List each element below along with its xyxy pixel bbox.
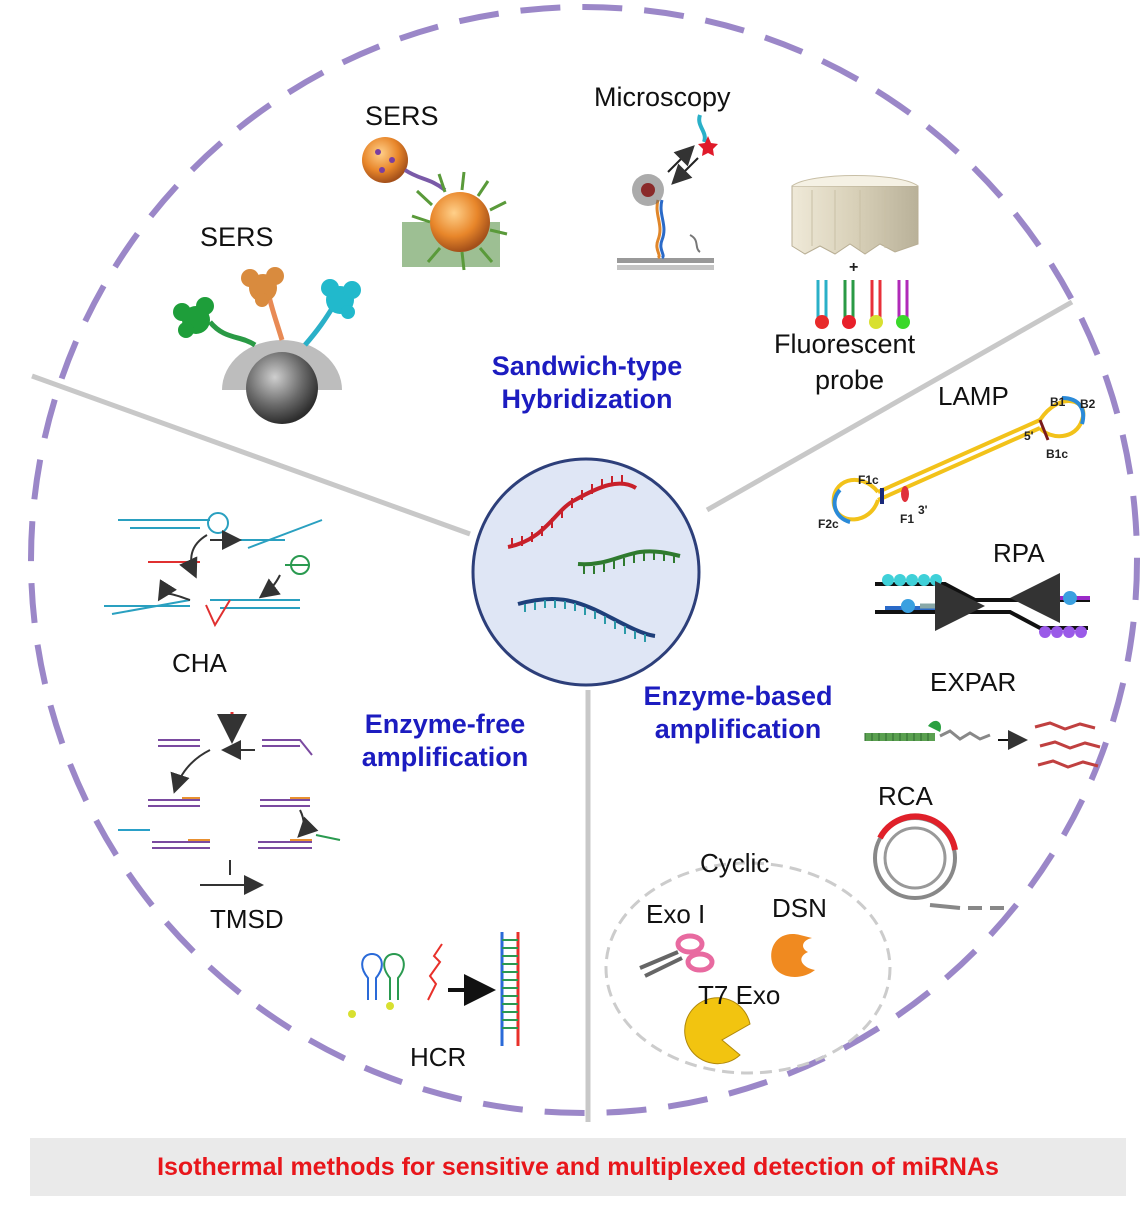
lamp-f2c: F2c [818, 517, 839, 531]
cyclic-dashed-ellipse [604, 861, 892, 1075]
label-microscopy: Microscopy [594, 82, 731, 112]
tmsd-diagram [118, 712, 341, 895]
lamp-b1: B1 [1050, 395, 1066, 409]
red-star-icon [698, 136, 718, 156]
flower-orange-icon [241, 267, 284, 307]
microscopy-icon [617, 114, 718, 270]
label-dsn: DSN [772, 893, 827, 923]
center-mirna-circle [471, 457, 701, 687]
center-title: Sandwich-type Hybridization [462, 350, 712, 416]
enzyme-based-line2: amplification [654, 714, 822, 744]
star-fluorophore-icon [641, 183, 655, 197]
t7-exo-pacman-icon [684, 997, 751, 1065]
mirna-strand-green [577, 549, 681, 567]
hcr-diagram [348, 932, 520, 1046]
expar-diagram [864, 720, 1101, 769]
mirna-strand-blue [517, 597, 656, 638]
label-rca: RCA [878, 781, 933, 811]
label-hcr: HCR [410, 1042, 467, 1072]
label-fluorescent-line1: Fluorescent [774, 329, 916, 359]
divider-right [705, 299, 1074, 513]
outer-dashed-circle [28, 4, 1140, 1116]
label-t7exo: T7 Exo [698, 980, 781, 1010]
footer-text: Isothermal methods for sensitive and mul… [157, 1152, 999, 1181]
fluorescent-plus: + [849, 259, 858, 276]
label-sers-top: SERS [365, 101, 439, 131]
fluorescent-probes-icon [815, 280, 910, 329]
enzyme-based-line1: Enzyme-based [643, 681, 833, 711]
lamp-diagram: B1 B2 5' B1c F1c F2c F1 3' [818, 395, 1096, 531]
lamp-b1c: B1c [1046, 447, 1068, 461]
lamp-3prime: 3' [918, 503, 928, 517]
gold-nanoparticle-icon [362, 137, 508, 271]
enzyme-free-line1: Enzyme-free [364, 709, 526, 739]
label-fluorescent-line2: probe [815, 365, 885, 395]
label-lamp: LAMP [938, 381, 1009, 411]
rca-diagram [873, 813, 1005, 910]
label-expar: EXPAR [930, 667, 1017, 697]
label-cyclic: Cyclic [700, 848, 770, 878]
dsn-enzyme-icon [771, 934, 815, 977]
sers-core-shell-icon [173, 267, 361, 424]
mirna-strand-red [507, 481, 638, 549]
cha-diagram [104, 512, 323, 628]
label-cha: CHA [172, 648, 227, 678]
lamp-5prime: 5' [1024, 429, 1034, 443]
center-title-line2: Hybridization [501, 384, 673, 414]
flower-cyan-icon [321, 279, 361, 319]
enzyme-free-title: Enzyme-free amplification [330, 708, 560, 774]
enzyme-free-line2: amplification [361, 742, 529, 772]
rpa-diagram [875, 573, 1090, 638]
label-exo1: Exo I [646, 899, 706, 929]
lamp-b2: B2 [1080, 397, 1096, 411]
flower-green-icon [173, 297, 214, 338]
footer-banner: Isothermal methods for sensitive and mul… [30, 1138, 1126, 1196]
label-sers-left: SERS [200, 222, 274, 252]
label-tmsd: TMSD [210, 904, 284, 934]
scissors-icon [639, 933, 715, 978]
divider-left [31, 373, 471, 537]
label-rpa: RPA [993, 538, 1045, 568]
enzyme-based-title: Enzyme-based amplification [618, 680, 858, 746]
center-title-line1: Sandwich-type [491, 351, 683, 381]
nanopore-icon [791, 175, 919, 255]
lamp-f1c: F1c [858, 473, 879, 487]
lamp-f1: F1 [900, 512, 914, 526]
